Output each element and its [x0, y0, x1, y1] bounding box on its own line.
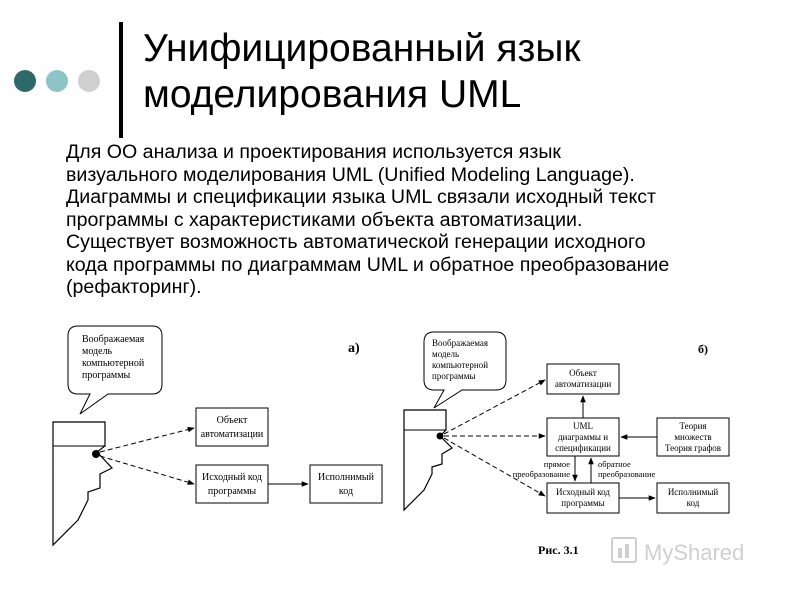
box-a-source-line-1: Исходный код: [202, 472, 262, 483]
arrow-a-eye-source: [99, 455, 195, 485]
box-a-exec-line-1: Исполнимый: [318, 472, 375, 483]
arrow-b-eye-object: [443, 379, 546, 435]
watermark-text: MyShared: [644, 540, 744, 565]
box-b-theory: [656, 417, 730, 457]
bubble-a-line-3: компьютерной: [82, 358, 145, 369]
bubble-a-line-2: модель: [82, 346, 113, 357]
box-b-uml-line-3: спецификации: [555, 443, 611, 453]
box-b-exec: [656, 482, 730, 514]
logo-icon-bar: [618, 548, 622, 558]
box-b-uml-line-2: диаграммы и: [558, 432, 608, 442]
label-forward-line-2: преобразование: [513, 469, 570, 479]
label-reverse-line-2: преобразование: [598, 469, 655, 479]
diagram-b: Воображаемая модель компьютерной програм…: [403, 331, 730, 514]
body-line-3: Диаграммы и спецификации языка UML связа…: [66, 186, 657, 208]
title-line-1: Унифицированный язык: [143, 27, 581, 70]
arrow-a-eye-object: [99, 426, 195, 453]
box-b-exec-line-1: Исполнимый: [668, 487, 719, 497]
title-line-2: моделирования UML: [143, 73, 522, 116]
bubble-b-line-4: программы: [432, 371, 475, 381]
body-line-6: кода программы по диаграммам UML и обрат…: [66, 253, 670, 276]
box-b-uml-line-1: UML: [573, 421, 593, 431]
body-line-7: (рефакторинг).: [66, 276, 202, 298]
eye-b: [436, 432, 444, 440]
box-a-object-line-1: Объект: [217, 415, 248, 426]
box-b-theory-line-1: Теория: [679, 421, 706, 431]
thought-bubble-a: [67, 325, 163, 415]
box-a-object-line-2: автоматизации: [201, 429, 264, 440]
slide-body-text: Для ОО анализа и проектирования использу…: [66, 141, 786, 299]
bubble-b-line-1: Воображаемая: [432, 338, 488, 348]
slide-title: Унифицированный язык моделирования UML: [143, 26, 783, 118]
figure-caption: Рис. 3.1: [538, 543, 579, 557]
bubble-b-line-3: компьютерной: [432, 360, 488, 370]
box-a-exec-line-2: код: [339, 486, 353, 497]
box-a-source-line-2: программы: [208, 486, 257, 497]
box-b-object: [546, 363, 620, 395]
box-b-source-line-2: программы: [561, 498, 604, 508]
box-b-exec-line-2: код: [687, 498, 700, 508]
diagram-a-label: а): [348, 341, 360, 356]
logo-icon: [611, 537, 637, 563]
head-profile-a: [52, 421, 113, 547]
bubble-a-line-1: Воображаемая: [82, 334, 145, 345]
body-line-1: Для ОО анализа и проектирования использу…: [66, 141, 561, 163]
box-b-source-line-1: Исходный код: [556, 487, 610, 497]
box-b-theory-line-2: множеств: [674, 432, 711, 442]
body-line-5: Существует возможность автоматической ге…: [66, 231, 646, 253]
watermark-logo: MyShared: [611, 537, 744, 565]
box-a-exec: [309, 464, 383, 504]
box-b-object-line-1: Объект: [569, 368, 597, 378]
eye-a: [92, 450, 100, 458]
bubble-a-line-4: программы: [82, 370, 131, 381]
logo-icon-bar-2: [625, 544, 629, 558]
box-a-source: [195, 464, 269, 504]
box-b-theory-line-3: Теория графов: [665, 443, 721, 453]
label-forward-line-1: прямое: [544, 459, 570, 469]
gray-dot: [78, 70, 100, 92]
bubble-b-line-2: модель: [432, 349, 459, 359]
diagram-b-label: б): [698, 342, 708, 356]
box-b-source: [546, 482, 620, 514]
box-a-object: [195, 407, 269, 447]
body-line-4: программы с характеристиками объекта авт…: [66, 208, 583, 231]
teal-dot: [14, 70, 36, 92]
box-b-uml: [546, 417, 620, 457]
decorative-dots: [14, 70, 104, 94]
box-b-object-line-2: автоматизации: [555, 379, 611, 389]
label-reverse-line-1: обратное: [598, 459, 631, 469]
diagram-a: Воображаемая модель компьютерной програм…: [52, 325, 383, 547]
thought-bubble-b: [423, 331, 507, 409]
body-line-2: визуального моделирования UML (Unified M…: [66, 163, 635, 186]
light-teal-dot: [46, 70, 68, 92]
head-profile-b: [403, 409, 453, 512]
title-divider-bar: [119, 22, 123, 138]
arrow-b-eye-source: [443, 437, 546, 497]
